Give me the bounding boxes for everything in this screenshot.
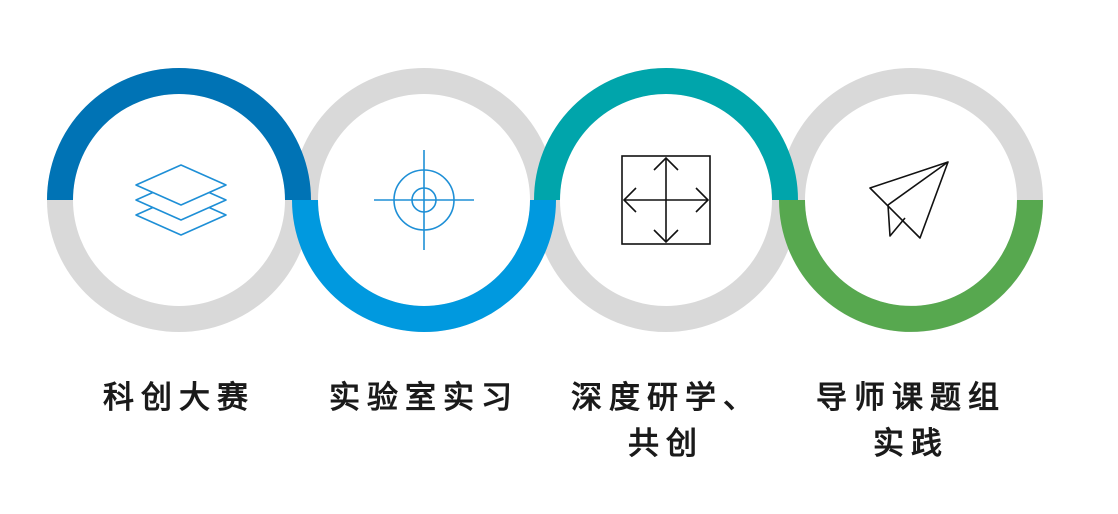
paper-plane-icon <box>869 161 949 239</box>
step-1-label-line-1: 科创大赛 <box>103 380 255 416</box>
expand-arrows-icon <box>621 155 711 245</box>
step-2-label-line-1: 实验室实习 <box>329 380 519 416</box>
ring-2-accent-bottom <box>292 199 556 332</box>
step-1-label: 科创大赛 <box>59 375 299 421</box>
step-4-label: 导师课题组 实践 <box>791 375 1031 467</box>
ring-3-accent-top <box>534 68 798 201</box>
step-3-label: 深度研学、 共创 <box>546 375 786 467</box>
crosshair-icon <box>374 150 474 250</box>
step-3-label-line-2: 共创 <box>628 426 704 462</box>
step-4-label-line-2: 实践 <box>873 426 949 462</box>
step-4-label-line-1: 导师课题组 <box>816 380 1006 416</box>
ring-1-accent-top <box>47 68 311 201</box>
step-2-label: 实验室实习 <box>304 375 544 421</box>
ring-accents <box>47 68 1043 332</box>
step-3-label-line-1: 深度研学、 <box>571 380 761 416</box>
ring-4-accent-bottom <box>779 199 1043 332</box>
layers-icon <box>135 164 227 236</box>
